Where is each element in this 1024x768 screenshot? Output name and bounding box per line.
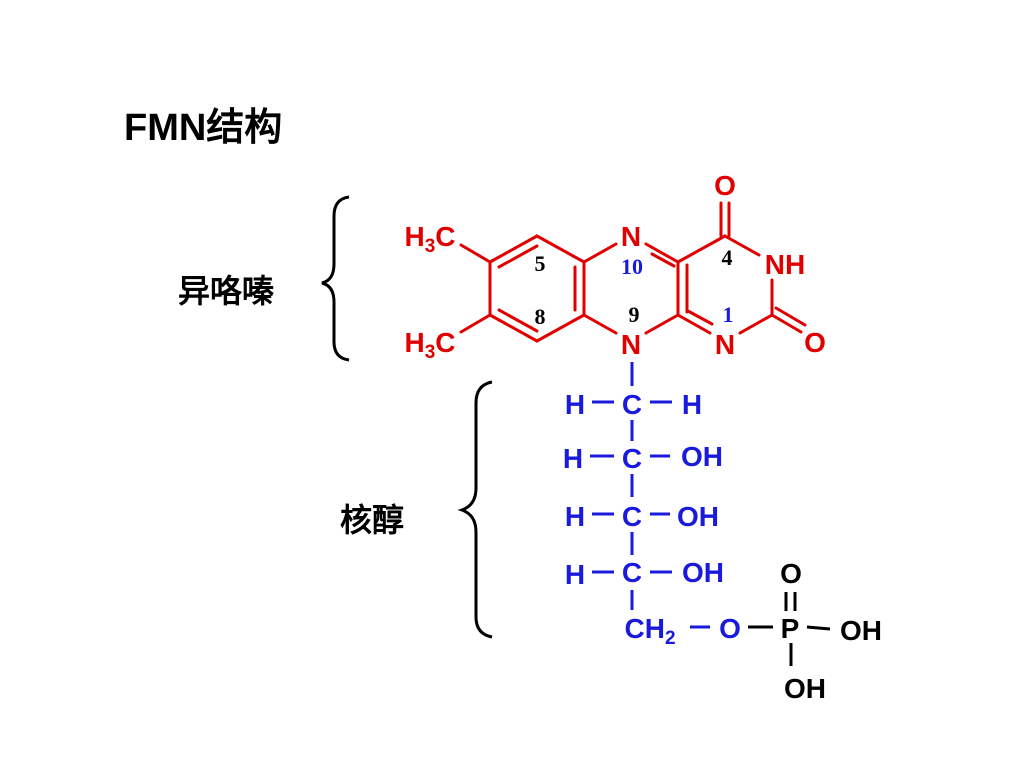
ribitol-ch2: CH2 — [624, 613, 675, 649]
ribitol-row1-right: H — [682, 389, 702, 420]
phosphorus-atom: P — [781, 613, 800, 644]
n1-atom: N — [715, 329, 735, 360]
methyl-bottom: H3C — [404, 327, 455, 363]
isoalloxazine-label: 异咯嗪 — [178, 272, 275, 310]
ribitol-row1-carbon: C — [622, 389, 642, 420]
phosphate-double-oxygen: O — [780, 558, 802, 589]
ribitol-brace — [457, 380, 493, 639]
ester-oxygen: O — [719, 613, 741, 644]
ribitol-row2-carbon: C — [622, 443, 642, 474]
ribitol-row4-carbon: C — [622, 557, 642, 588]
ring-number-4: 4 — [722, 245, 733, 270]
ribitol-row3-carbon: C — [622, 501, 642, 532]
ribitol-row3-left: H — [565, 501, 585, 532]
isoalloxazine-brace — [321, 195, 350, 362]
ring-number-5: 5 — [535, 251, 546, 276]
ribitol-row4-right: OH — [682, 557, 724, 588]
n3-atom: NH — [765, 249, 805, 280]
ribitol-label: 核醇 — [340, 501, 405, 539]
n10-atom: N — [621, 329, 641, 360]
ring-number-1: 1 — [723, 302, 734, 327]
ribitol-row3-right: OH — [677, 501, 719, 532]
ribitol-row1-left: H — [565, 389, 585, 420]
n5-atom: N — [621, 221, 641, 252]
ribitol-row4-left: H — [565, 559, 585, 590]
ribitol-bonds — [590, 362, 710, 629]
o2-atom: O — [804, 327, 826, 358]
phosphate-oh-right: OH — [840, 615, 882, 646]
phosphate-oh-bottom: OH — [784, 673, 826, 704]
ribitol-row2-right: OH — [681, 441, 723, 472]
slide-title: FMN结构 — [124, 107, 283, 149]
o4-atom: O — [714, 170, 736, 201]
methyl-top: H3C — [404, 221, 455, 257]
isoalloxazine-bonds — [459, 201, 807, 343]
ribitol-row2-left: H — [563, 443, 583, 474]
ring-number-8: 8 — [535, 304, 546, 329]
phosphate-bonds — [748, 592, 831, 666]
ring-number-9: 9 — [629, 302, 640, 327]
ring-number-10: 10 — [621, 254, 643, 279]
